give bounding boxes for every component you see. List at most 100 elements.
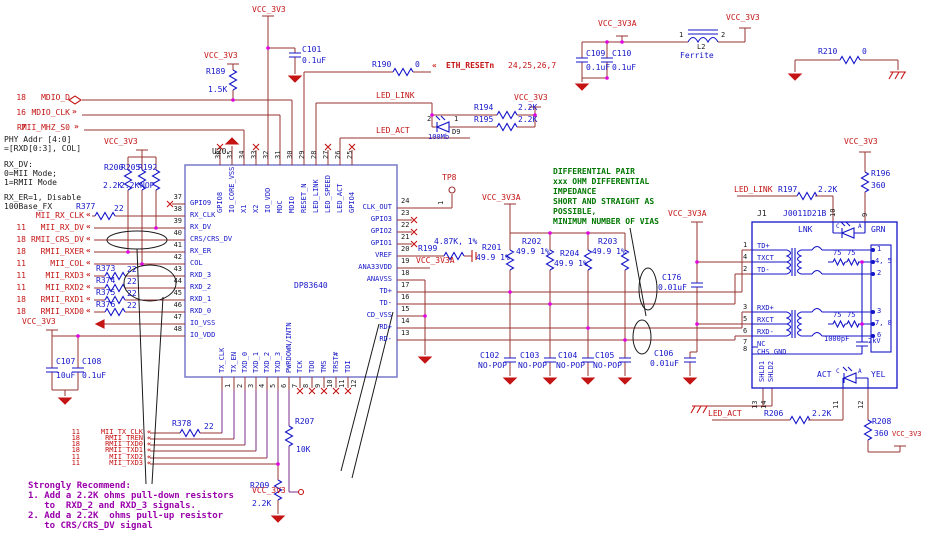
u20-pin-name-crs: CRS/CRS_DV — [190, 235, 233, 243]
u20-pin-name-clk-out: CLK_OUT — [362, 203, 392, 211]
act-led-a: A — [858, 368, 862, 375]
j1-num-1: 1 — [743, 241, 748, 249]
ref-c101: C101 — [302, 45, 322, 54]
val-r194: 2.2K — [518, 103, 538, 112]
net-vcc3v3-leds: VCC_3V3 — [514, 93, 548, 102]
sheet-txd3: 11 — [71, 459, 80, 467]
note-recommend-4: 2. Add a 2.2K ohms pull-up resistor — [28, 511, 224, 521]
u20-pin-num-21: 21 — [401, 233, 410, 241]
net-vcc3v3a-pin19: VCC_3V3A — [416, 256, 455, 265]
u20-pin-num-30: 30 — [286, 150, 294, 159]
ic-u20-outline — [184, 164, 398, 378]
u20-pin-num-29: 29 — [298, 150, 306, 159]
arrow-rx-3: « — [86, 234, 91, 243]
u20-pin-name-tms: TMS — [320, 360, 328, 373]
u20-pin-num-13: 13 — [401, 329, 410, 337]
ref-tp8: TP8 — [442, 173, 457, 182]
note-recommend-3: to RXD_2 and RXD_3 signals. — [28, 501, 196, 511]
val-r375: 22 — [127, 289, 137, 298]
val-r377: 22 — [114, 204, 124, 213]
j1-pin-rxct: RXCT — [757, 316, 774, 324]
u20-pin-num-24: 24 — [401, 197, 410, 205]
arrow-mdio-clk: » — [72, 107, 77, 116]
u20-pin-num-17: 17 — [401, 281, 410, 289]
u20-pin-name-reset-n: RESET_N — [300, 183, 308, 213]
net-mii-rx-dv: MII_RX_DV — [40, 223, 84, 232]
val-r209: 2.2K — [252, 499, 272, 508]
u20-pin-name-anavss: ANAVSS — [366, 275, 392, 283]
ref-r373: R373 — [96, 264, 116, 273]
u20-pin-num-38: 38 — [173, 205, 182, 213]
u20-pin-name-tx-clk: TX_CLK — [218, 347, 226, 373]
part-dp83640: DP83640 — [294, 281, 328, 290]
u20-pin-num-7: 7 — [291, 383, 299, 388]
net-vcc3v3-r189: VCC_3V3 — [204, 51, 238, 60]
arrow-tx-1: « — [147, 428, 152, 436]
net-led-act: LED_ACT — [376, 126, 410, 135]
val-r197: 2.2K — [818, 185, 838, 194]
u20-pin-name-io-vss: IO_VSS — [190, 319, 216, 327]
j1-pin-shld2: SHLD2 — [767, 360, 775, 382]
val-r195: 2.2K — [518, 115, 538, 124]
arrow-tx-5: « — [147, 453, 152, 461]
u20-pin-num-28: 28 — [310, 150, 318, 159]
ref-r210: R210 — [818, 47, 838, 56]
note-diffpair-2: xxx OHM DIFFERENTIAL — [553, 177, 650, 186]
ref-c102: C102 — [480, 351, 500, 360]
act-led-label: ACT — [817, 370, 832, 379]
u20-pin-name-rxd1: RXD_1 — [190, 295, 212, 303]
j1-num-7: 7 — [743, 338, 748, 346]
val-r203: 49.9 1% — [592, 247, 626, 256]
ref-c105: C105 — [595, 351, 615, 360]
sheet-rmii-rxd1: 18 — [16, 295, 26, 304]
u20-pin-num-22: 22 — [401, 221, 410, 229]
val-c110: 0.1uF — [612, 63, 637, 72]
u20-pin-name-trst: TRST# — [332, 351, 340, 373]
ref-r205: R205 — [121, 163, 141, 172]
lnk-led-a: A — [858, 223, 862, 230]
u20-pin-num-4: 4 — [258, 383, 266, 388]
ref-c176: C176 — [662, 273, 682, 282]
val-ferrite: Ferrite — [680, 51, 714, 60]
u20-pin-name-tx-en: TX_EN — [230, 351, 238, 373]
net-mii-rxd3: MII_RXD3 — [45, 271, 84, 280]
j1-pin-rxd-plus: RXD+ — [757, 304, 774, 312]
val-r208: 360 — [874, 429, 889, 438]
j1-contact-78: 7, 8 — [875, 319, 892, 327]
ref-r202: R202 — [522, 237, 542, 246]
j1-num-3: 3 — [743, 303, 748, 311]
lnk-led-label: LNK — [798, 225, 813, 234]
arrow-eth-reset: « — [432, 61, 437, 70]
note-diffpair-1: DIFFERENTIAL PAIR — [553, 167, 635, 176]
arrow-rx-4: « — [86, 246, 91, 255]
sheet-rmii-crs-dv: 18 — [16, 235, 26, 244]
j1-pin-shld1: SHLD1 — [758, 360, 766, 382]
net-rmii-txd1: RMII_TXD1 — [105, 446, 143, 454]
sheet-mdio-clk: 16 — [16, 108, 26, 117]
ref-c110: C110 — [612, 49, 632, 58]
u20-pin-num-37: 37 — [173, 193, 182, 201]
pin-ferrite-2: 2 — [721, 31, 726, 39]
u20-pin-name-tdo: TDO — [308, 360, 316, 373]
net-mii-tx-clk: MII_TX_CLK — [100, 428, 143, 436]
j1-num-8: 8 — [743, 345, 748, 353]
note-rxer-2: 100Base_FX — [4, 202, 53, 211]
val-r196: 360 — [871, 181, 886, 190]
val-75-tx-2: 75 — [847, 249, 856, 257]
ref-r194: R194 — [474, 103, 494, 112]
u20-pin-name-rxd0: RXD_0 — [190, 307, 212, 315]
u20-pin-name-txd1: TXD_1 — [252, 351, 260, 373]
note-diffpair-4: SHORT AND STRAIGHT AS — [553, 197, 655, 206]
ref-r196: R196 — [871, 169, 891, 178]
val-r201: 49.9 1% — [476, 253, 510, 262]
ref-r206: R206 — [764, 409, 784, 418]
pin-d9-2: 2 — [427, 115, 432, 123]
u20-pin-num-16: 16 — [401, 293, 410, 301]
net-vcc3v3-r208: VCC_3V3 — [892, 430, 922, 438]
u20-pin-num-27: 27 — [322, 150, 330, 159]
u20-pin-num-25: 25 — [346, 150, 354, 159]
val-r190: 0 — [415, 60, 420, 69]
val-r205: 2.2K — [120, 181, 140, 190]
